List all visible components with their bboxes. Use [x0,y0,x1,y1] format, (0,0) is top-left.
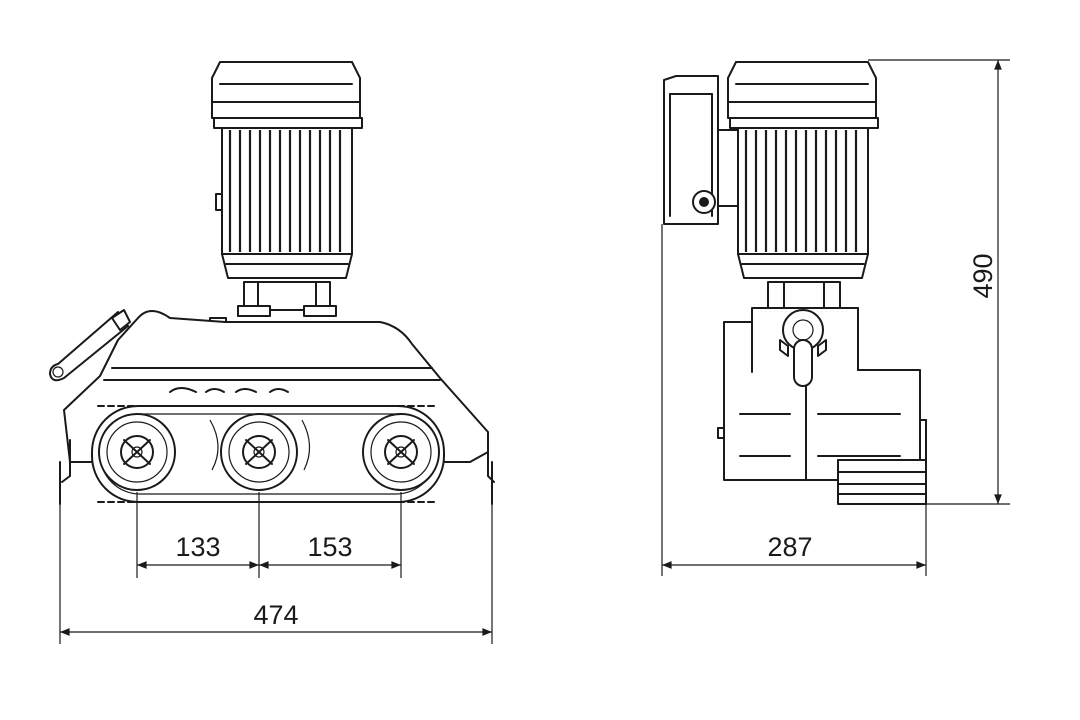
side-motor-cap [727,61,879,129]
dimension-label-490: 490 [968,253,998,298]
side-view [663,61,927,505]
side-dimension-depth [661,224,927,576]
side-housing [717,307,921,481]
front-wheel-center [220,413,298,491]
side-motor-body [737,127,869,279]
front-wheel-right [362,413,440,491]
front-dimension-overall-width [59,504,493,644]
front-handle [49,309,131,382]
dimension-label-474: 474 [253,600,298,630]
front-motor-body [215,127,353,279]
front-wheel-left [98,413,176,491]
front-dimension-wheel-spacing [136,492,402,578]
dimension-label-133: 133 [175,532,220,562]
side-base-foot [837,419,927,505]
dimension-label-287: 287 [767,532,812,562]
front-motor-cap [211,61,363,129]
front-motor-mount [209,281,337,326]
side-motor-mount [767,281,841,309]
front-view [49,61,495,505]
side-lever [779,309,827,387]
side-dimension-height [868,59,1010,505]
dimension-label-153: 153 [307,532,352,562]
